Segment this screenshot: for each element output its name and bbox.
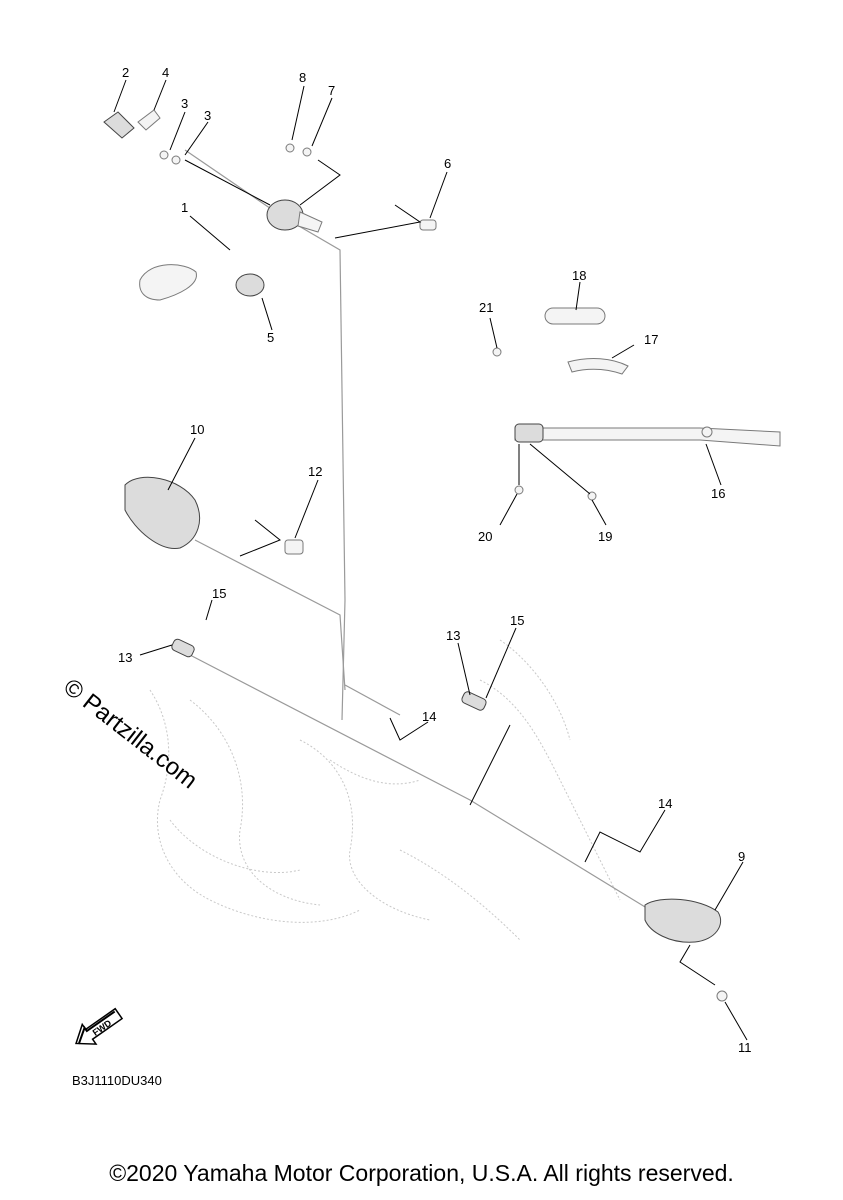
callout-11: 11 [738,1040,752,1055]
part-3-nut [159,150,181,165]
watermark: © Partzilla.com [58,673,202,794]
callout-10: 10 [190,422,204,437]
part-2-throttle-grip [103,111,135,139]
callout-7: 7 [328,83,335,98]
callout-2: 2 [122,65,129,80]
callout-14b: 14 [658,796,672,811]
part-5-grommet [235,273,265,297]
part-7-screw [302,147,312,157]
callout-1: 1 [181,200,188,215]
part-9-housing [644,898,722,943]
callout-15a: 15 [212,586,226,601]
callout-16: 16 [711,486,725,501]
callout-5: 5 [267,330,274,345]
part-13-sleeve-left [171,638,195,658]
part-throttle-housing [266,199,323,233]
callout-6: 6 [444,156,451,171]
callout-3a: 3 [181,96,188,111]
part-18-cover [544,307,606,325]
callout-13b: 13 [446,628,460,643]
callout-19: 19 [598,529,612,544]
part-1-cable-clamp [139,264,197,301]
callout-4: 4 [162,65,169,80]
callout-18: 18 [572,268,586,283]
callout-17: 17 [644,332,658,347]
callout-14a: 14 [422,709,436,724]
callout-15b: 15 [510,613,524,628]
part-21-screw [492,347,502,357]
part-11-bolt [716,990,728,1002]
fwd-arrow-icon: FWD [75,1007,124,1045]
part-4-end [137,109,161,131]
frame-outline [149,639,621,941]
callout-3b: 3 [204,108,211,123]
part-8-screw [285,143,295,153]
part-16-lever-cable [514,423,781,447]
callout-21: 21 [479,300,493,315]
part-20-bolt [514,485,524,495]
part-12-clip [284,539,304,555]
part-13-sleeve-right [461,691,487,711]
callout-13a: 13 [118,650,132,665]
callout-labels: 2 4 3 3 8 7 6 1 5 18 21 17 10 12 16 20 1… [118,65,752,1055]
part-10-caliper-housing [124,476,200,549]
callout-8: 8 [299,70,306,85]
callout-12: 12 [308,464,322,479]
callout-20: 20 [478,529,492,544]
part-6-bolt [419,219,437,231]
copyright-notice: ©2020 Yamaha Motor Corporation, U.S.A. A… [109,1160,734,1186]
leader-lines [113,79,748,1041]
cable-routing [184,149,651,911]
part-17-band [567,358,629,375]
diagram-code: B3J1110DU340 [72,1073,162,1088]
callout-9: 9 [738,849,745,864]
